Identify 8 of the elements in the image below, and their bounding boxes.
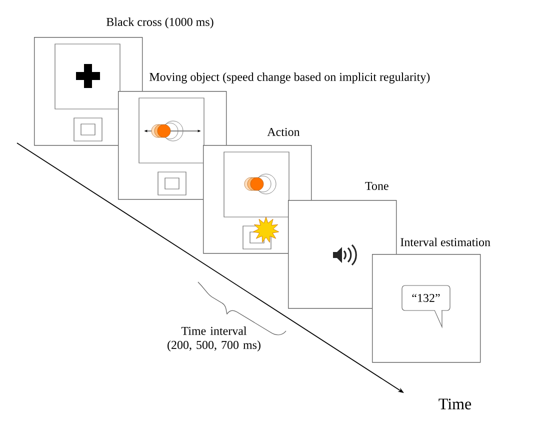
screen-title: Interval estimation	[400, 238, 490, 246]
time-interval-label: Time interval (200, 500, 700 ms)	[168, 326, 260, 352]
screen-title: Tone	[365, 182, 388, 190]
screen-title: Moving object (speed change based on implicit regularity)	[150, 72, 430, 84]
axis-label: Time	[438, 398, 472, 410]
speech-bubble: “132”	[402, 285, 450, 328]
screen-title: Action	[267, 128, 300, 136]
screen-title: Black cross (1000 ms)	[106, 18, 214, 28]
